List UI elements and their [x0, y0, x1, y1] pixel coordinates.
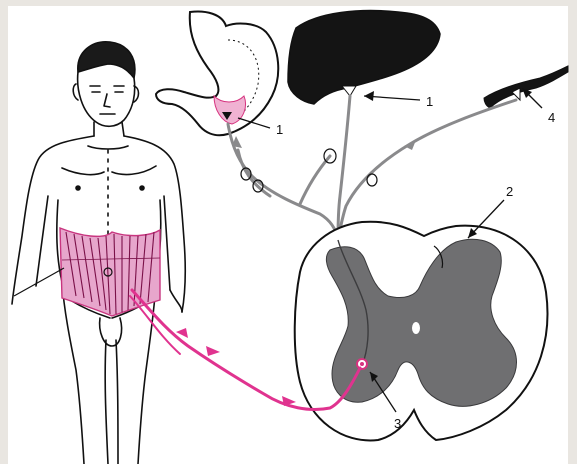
right-leg-outer	[62, 282, 84, 464]
blood-vessel	[484, 66, 568, 108]
liver-receptor	[342, 86, 356, 96]
left-nipple	[140, 186, 144, 190]
liver-silhouette	[288, 11, 440, 104]
left-page-margin	[0, 0, 8, 464]
nose	[104, 94, 110, 107]
right-arm-inner	[36, 196, 48, 286]
stomach	[156, 12, 278, 136]
callout-spinal-cord: 2	[506, 184, 513, 199]
pain-zone-leader	[14, 268, 64, 296]
left-hand	[170, 290, 182, 312]
pathway-arrows	[176, 328, 296, 406]
liver	[288, 11, 440, 104]
hair	[78, 42, 135, 78]
top-page-margin	[0, 0, 577, 6]
left-leg-inner	[116, 340, 118, 464]
callout-stomach-receptor: 1	[276, 122, 283, 137]
clavicles	[88, 146, 128, 149]
pathway-arrow-1	[206, 346, 220, 356]
pectorals	[62, 166, 156, 175]
afferent-arrows	[232, 136, 416, 150]
stomach-afferent	[228, 124, 338, 240]
neuron-nucleus	[360, 362, 364, 366]
vessel-ganglion	[367, 174, 377, 186]
liver-afferent-loop	[300, 156, 330, 204]
left-arm-inner	[164, 196, 170, 290]
groin	[100, 318, 122, 346]
callout-vessel-receptor: 4	[548, 110, 555, 125]
vessel-silhouette	[484, 66, 568, 108]
right-page-margin	[568, 0, 577, 464]
vessel-afferent	[338, 100, 516, 240]
referred-pain-zone	[14, 228, 160, 316]
stomach-outline	[156, 12, 278, 136]
pathway-branch	[130, 296, 180, 354]
right-nipple	[76, 186, 80, 190]
callout-liver-receptor: 1	[426, 94, 433, 109]
central-canal	[412, 322, 420, 334]
right-leg-inner	[105, 340, 108, 464]
callout-dorsal-horn-neuron: 3	[394, 416, 401, 431]
left-leg-outer	[138, 284, 156, 464]
visceral-afferents	[228, 96, 516, 240]
